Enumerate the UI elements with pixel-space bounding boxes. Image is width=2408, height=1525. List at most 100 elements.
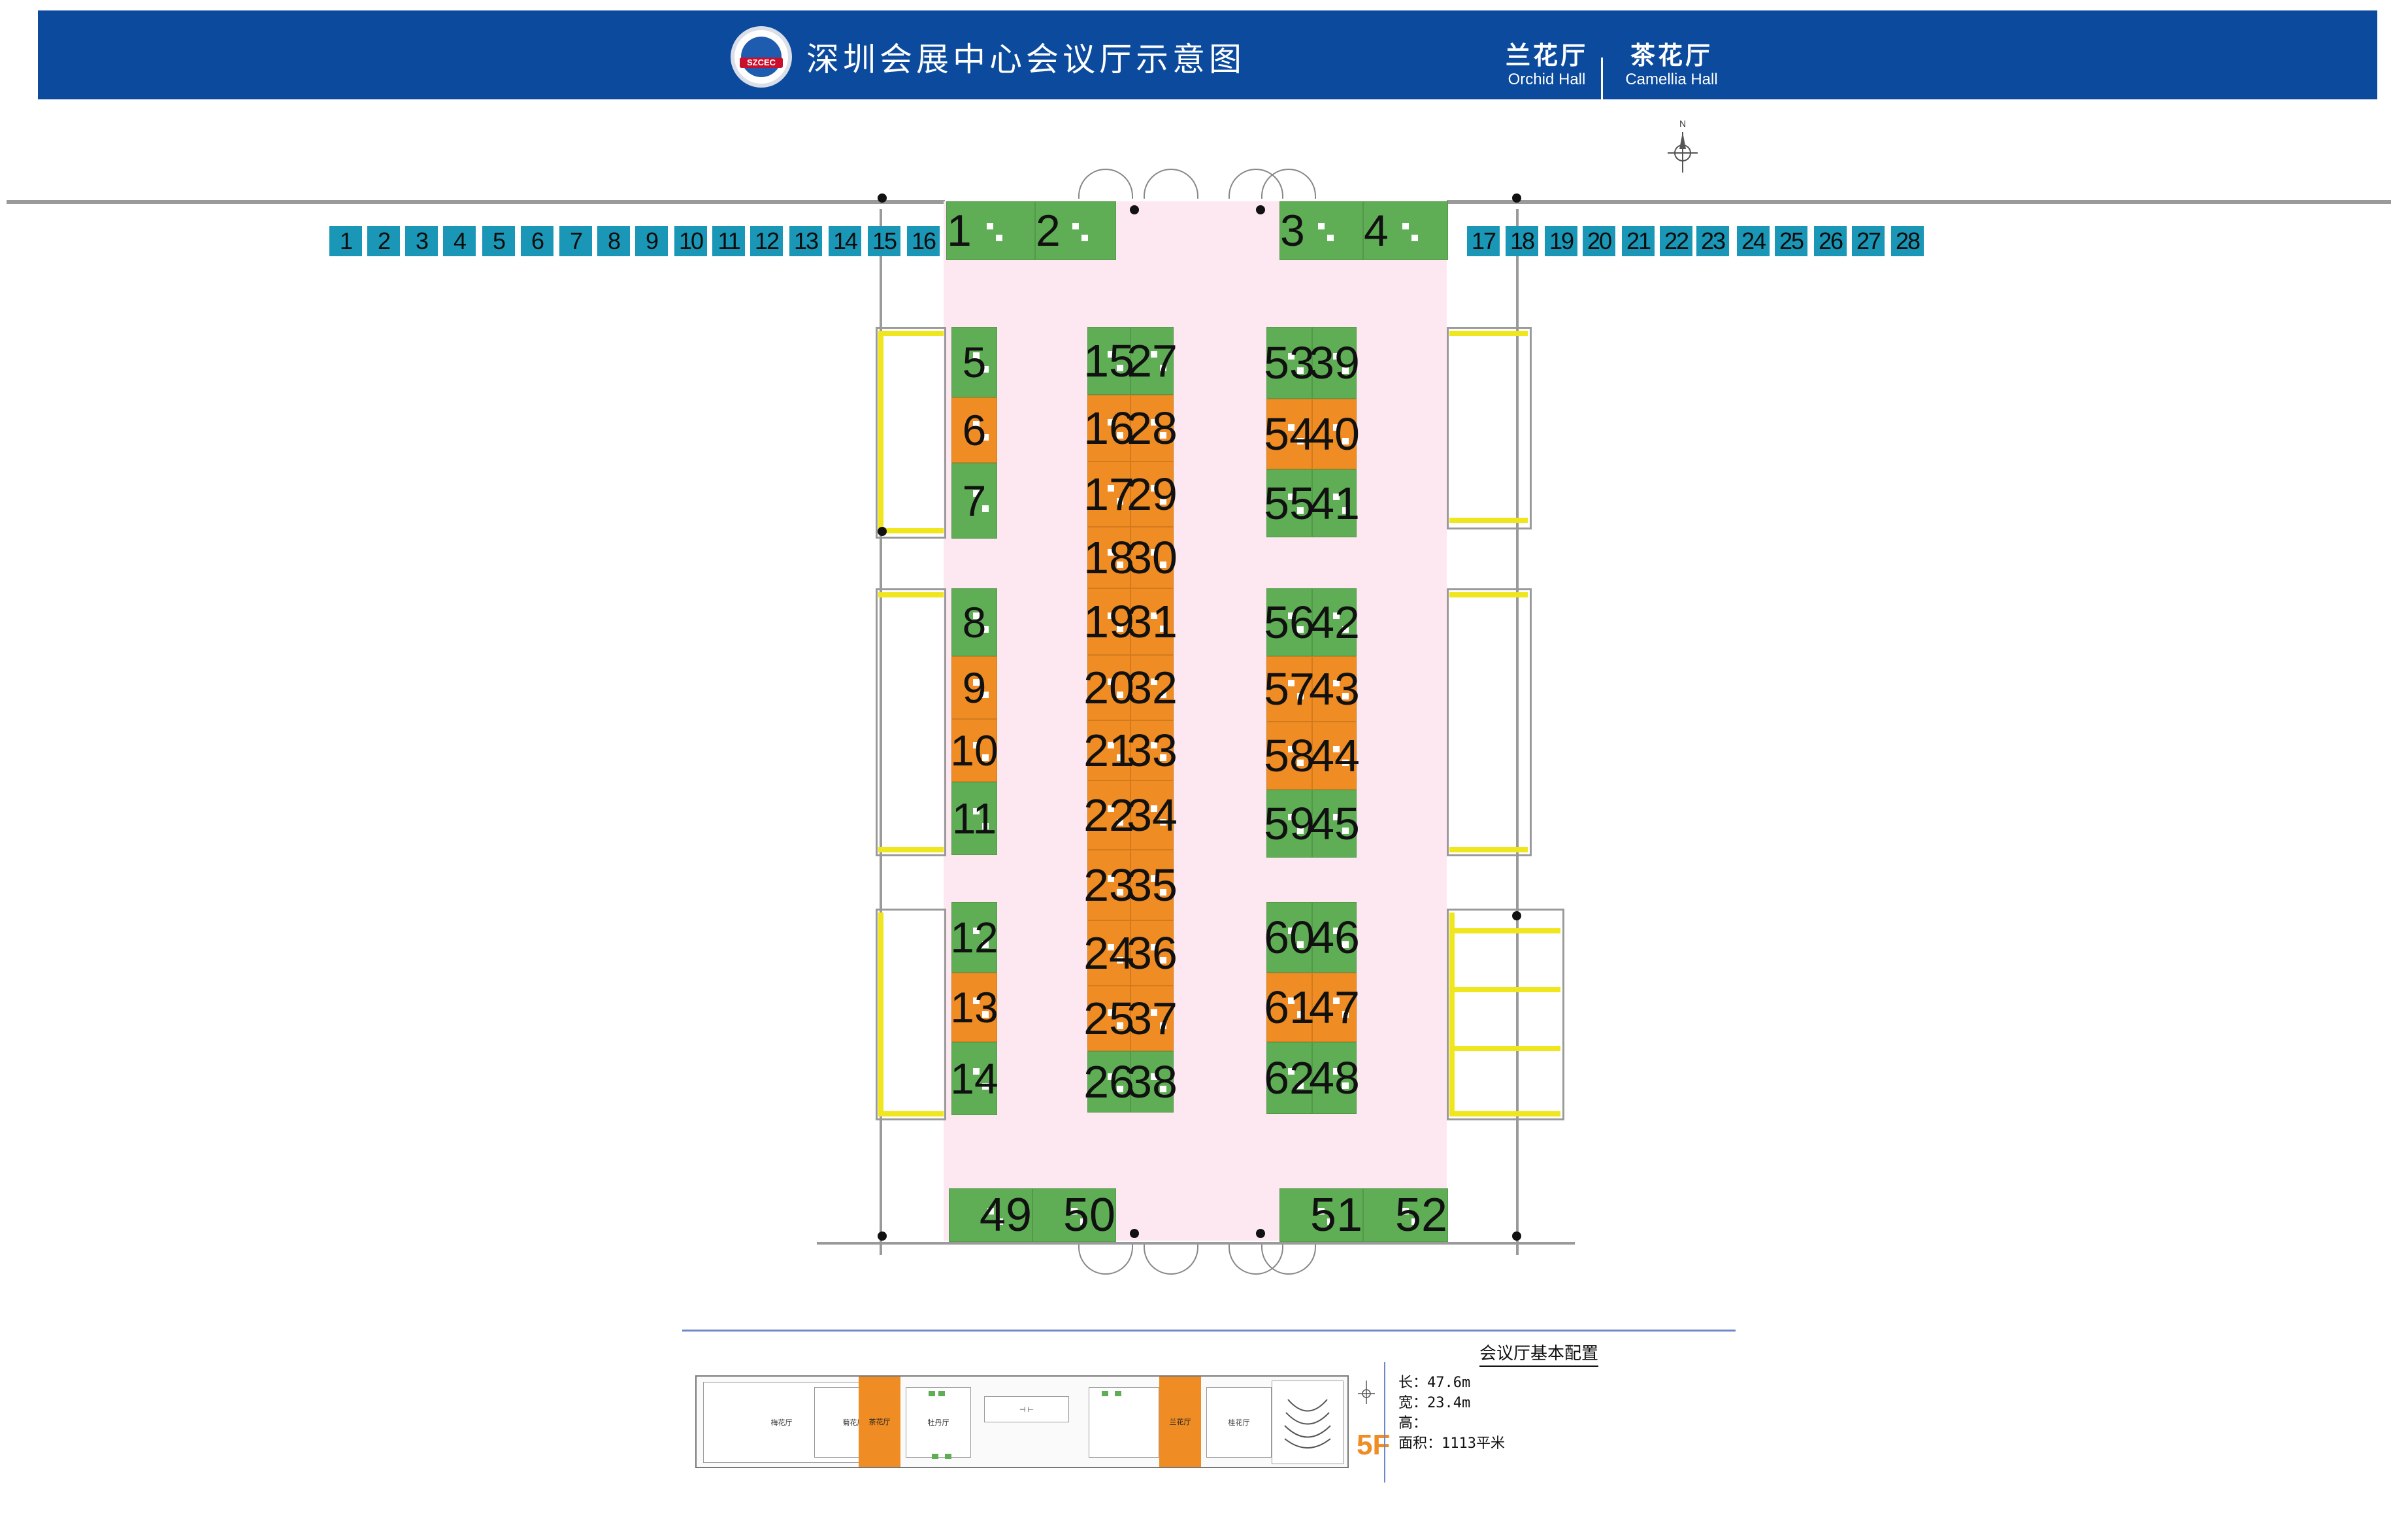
booth[interactable]: 42 [1309, 588, 1360, 656]
mini-compass-icon [1358, 1381, 1375, 1404]
booth[interactable]: 7 [951, 463, 997, 539]
booth[interactable]: 20 [1083, 655, 1134, 720]
booth[interactable]: 27 [1127, 327, 1178, 395]
mini-room-lanhua: 兰花厅 [1159, 1377, 1201, 1467]
booth[interactable]: 23 [1083, 850, 1134, 920]
number-tile: 3 [405, 226, 438, 256]
booth-number: 38 [1127, 1056, 1178, 1107]
pillar-dot [1512, 1232, 1521, 1241]
booth[interactable]: 56 [1264, 588, 1315, 656]
pillar-dot [1130, 1229, 1139, 1238]
booth[interactable]: 41 [1309, 469, 1360, 537]
booth[interactable]: 51 [1279, 1188, 1363, 1242]
booth-number: 25 [1083, 993, 1134, 1044]
booth[interactable]: 17 [1083, 461, 1134, 527]
booth[interactable]: 38 [1127, 1051, 1178, 1113]
config-title: 会议厅基本配置 [1479, 1340, 1599, 1367]
booth-number: 52 [1394, 1189, 1447, 1241]
number-tile: 15 [868, 226, 900, 256]
booth[interactable]: 55 [1264, 469, 1315, 537]
booth[interactable]: 25 [1083, 986, 1134, 1051]
booth[interactable]: 40 [1309, 399, 1360, 469]
booth[interactable]: 5 [951, 327, 997, 397]
booth[interactable]: 48 [1309, 1042, 1360, 1114]
booth[interactable]: 35 [1127, 850, 1178, 920]
booth[interactable]: 12 [950, 902, 998, 973]
booth[interactable]: 34 [1127, 780, 1178, 850]
booth[interactable]: 18 [1083, 527, 1134, 588]
booth[interactable]: 59 [1264, 790, 1315, 858]
right-wall [1516, 209, 1519, 1255]
hall-floor [944, 201, 1447, 1241]
mini-auditorium [1272, 1381, 1344, 1464]
wing-left-3 [876, 909, 946, 1120]
booth[interactable]: 36 [1127, 920, 1178, 986]
booth-number: 7 [962, 477, 987, 525]
booth[interactable]: 4 [1363, 201, 1448, 260]
booth[interactable]: 37 [1127, 986, 1178, 1051]
number-tile: 18 [1506, 226, 1538, 256]
booth[interactable]: 24 [1083, 920, 1134, 986]
booth[interactable]: 50 [1032, 1188, 1116, 1242]
booth[interactable]: 6 [951, 397, 997, 463]
booth[interactable]: 8 [951, 588, 997, 656]
booth-number: 39 [1309, 337, 1360, 388]
left-wall [880, 209, 882, 1255]
booth-number: 31 [1127, 596, 1178, 647]
booth-number: 22 [1083, 790, 1134, 841]
booth[interactable]: 53 [1264, 327, 1315, 399]
booth[interactable]: 22 [1083, 780, 1134, 850]
booth-number: 18 [1083, 532, 1134, 583]
booth[interactable]: 62 [1264, 1042, 1315, 1114]
booth[interactable]: 30 [1127, 527, 1178, 588]
booth[interactable]: 32 [1127, 655, 1178, 720]
svg-text:N: N [1679, 118, 1686, 129]
booth[interactable]: 16 [1083, 395, 1134, 461]
booth[interactable]: 13 [950, 973, 998, 1042]
booth-number: 13 [950, 983, 998, 1031]
corridor-line-left [7, 200, 945, 204]
booth-number: 37 [1127, 993, 1178, 1044]
booth[interactable]: 19 [1083, 588, 1134, 655]
booth[interactable]: 57 [1264, 656, 1315, 722]
booth-number: 59 [1264, 798, 1315, 849]
booth[interactable]: 15 [1083, 327, 1134, 395]
booth[interactable]: 60 [1264, 902, 1315, 973]
booth[interactable]: 54 [1264, 399, 1315, 469]
booth-number: 62 [1264, 1052, 1315, 1103]
number-tile: 26 [1814, 226, 1847, 256]
booth[interactable]: 31 [1127, 588, 1178, 655]
number-tile: 22 [1660, 226, 1692, 256]
booth[interactable]: 29 [1127, 461, 1178, 527]
booth[interactable]: 45 [1309, 790, 1360, 858]
booth[interactable]: 26 [1083, 1051, 1134, 1113]
booth[interactable]: 44 [1309, 722, 1360, 790]
booth[interactable]: 21 [1083, 720, 1134, 780]
booth-number: 30 [1127, 532, 1178, 583]
hall-camellia-en: Camellia Hall [1625, 71, 1718, 88]
booth[interactable]: 43 [1309, 656, 1360, 722]
booth[interactable]: 61 [1264, 973, 1315, 1042]
booth[interactable]: 52 [1363, 1188, 1448, 1242]
booth[interactable]: 2 [1035, 201, 1116, 260]
booth[interactable]: 46 [1309, 902, 1360, 973]
booth[interactable]: 9 [951, 656, 997, 719]
booth[interactable]: 10 [950, 719, 998, 782]
hall-orchid: 兰花厅 Orchid Hall [1499, 42, 1594, 89]
booth[interactable]: 47 [1309, 973, 1360, 1042]
booth[interactable]: 3 [1279, 201, 1363, 260]
pillar-dot [1130, 205, 1139, 214]
pillar-dot [878, 527, 887, 536]
booth[interactable]: 39 [1309, 327, 1360, 399]
booth[interactable]: 58 [1264, 722, 1315, 790]
booth[interactable]: 33 [1127, 720, 1178, 780]
brand: SZCEC 深圳会展中心会议厅示意图 [731, 26, 1245, 88]
booth[interactable]: 1 [946, 201, 1035, 260]
booth[interactable]: 14 [950, 1042, 998, 1115]
pillar-dot [878, 1232, 887, 1241]
booth[interactable]: 49 [949, 1188, 1032, 1242]
mini-room-side [1089, 1387, 1159, 1458]
booth[interactable]: 28 [1127, 395, 1178, 461]
booth-number: 47 [1309, 982, 1360, 1033]
booth[interactable]: 11 [951, 782, 997, 855]
